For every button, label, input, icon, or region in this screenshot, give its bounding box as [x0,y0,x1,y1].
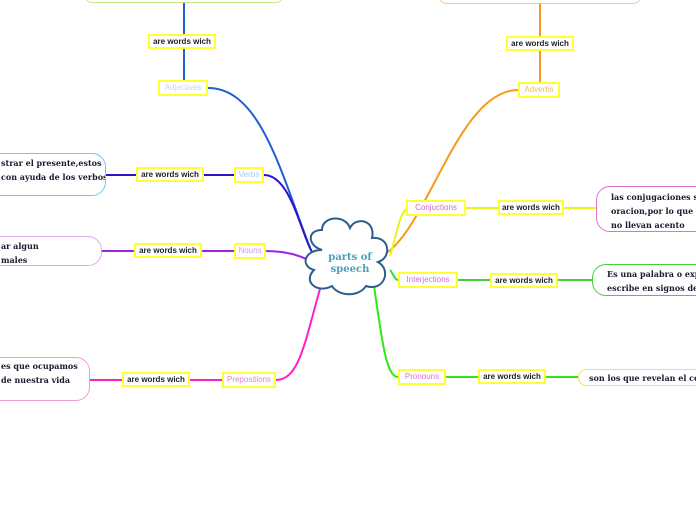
connector-prepositions[interactable]: are words wich [122,372,190,387]
note-pronouns-line-1: son los que revelan el cont [589,373,696,383]
topic-prepositions[interactable]: Prepositions [222,372,276,388]
topic-nouns[interactable]: Nouns [234,243,266,259]
note-conjunctions-line-3: no llevan acento [611,220,685,230]
link-center-verbs [263,174,313,253]
topic-pronouns[interactable]: Pronouns [398,369,446,385]
connector-conjunctions[interactable]: are words wich [498,200,564,215]
topic-verbs[interactable]: Verbs [234,167,264,183]
note-nouns-line-2: males [1,255,28,265]
link-center-pronouns [373,285,399,378]
note-prepositions[interactable]: es que ocupamos de nuestra vida [0,357,90,401]
connector-adverbs[interactable]: are words wich [506,36,574,51]
note-verbs-line-1: strar el presente,estos [1,158,102,168]
note-pronouns[interactable]: son los que revelan el cont [578,369,696,386]
note-verbs-line-2: con ayuda de los verbos [1,172,106,182]
note-nouns-line-1: ar algun [1,241,39,251]
note-interjections-line-1: Es una palabra o exp [607,269,696,279]
topic-interjections[interactable]: Interjections [398,272,458,288]
link-center-adverbs [387,89,519,253]
connector-interjections[interactable]: are words wich [490,273,558,288]
connector-adjectives[interactable]: are words wich [148,34,216,49]
topic-adjectives[interactable]: Adjectives [158,80,208,96]
note-conjunctions-line-1: las conjugaciones son [611,192,696,202]
note-nouns[interactable]: ar algun males [0,236,102,266]
note-prepositions-line-2: de nuestra vida [1,375,71,385]
note-adverbs-top[interactable] [438,0,642,4]
topic-conjunctions[interactable]: Conjuctions [406,200,466,216]
note-interjections[interactable]: Es una palabra o exp escribe en signos d… [592,264,696,296]
note-prepositions-line-1: es que ocupamos [1,361,78,371]
note-adjectives-top[interactable] [84,0,284,3]
link-center-interjections [389,269,399,281]
connector-pronouns[interactable]: are words wich [478,369,546,384]
center-topic-label[interactable]: parts of speech [328,252,372,275]
connector-verbs[interactable]: are words wich [136,167,204,182]
note-conjunctions[interactable]: las conjugaciones son oracion,por lo que… [596,186,696,232]
note-verbs[interactable]: strar el presente,estos con ayuda de los… [0,153,106,196]
link-center-prepositions [275,281,323,381]
note-conjunctions-line-2: oracion,por lo que ge [611,206,696,216]
note-interjections-line-2: escribe en signos de [607,283,696,293]
connector-nouns[interactable]: are words wich [134,243,202,258]
topic-adverbs[interactable]: Adverbs [518,82,560,98]
center-cloud-shape [304,217,388,296]
